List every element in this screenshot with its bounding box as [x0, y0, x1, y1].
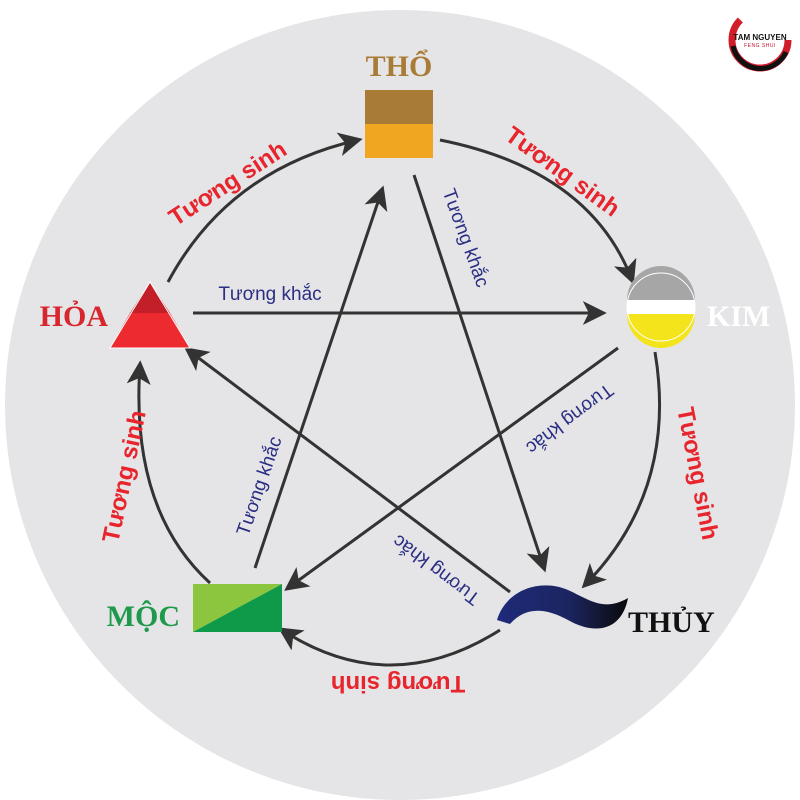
kim-circle-top	[627, 266, 695, 300]
element-thuy: THỦY	[497, 585, 715, 639]
element-kim: KIM	[626, 266, 770, 348]
hoa-triangle-top	[130, 282, 170, 313]
kim-label: KIM	[707, 300, 770, 333]
element-hoa: HỎA	[40, 281, 191, 349]
thuy-wave-shape	[497, 585, 628, 629]
logo-sub: FENG SHUI	[744, 43, 776, 49]
kim-circle-middle	[627, 300, 695, 314]
line-tho-thuy	[412, 174, 550, 573]
hoa-triangle-outline	[109, 281, 191, 349]
kim-circle-outline	[626, 272, 696, 342]
arc-moc-hoa	[126, 360, 212, 585]
tho-square-bottom	[365, 124, 433, 158]
tho-square-top	[365, 90, 433, 124]
logo-swoosh	[730, 45, 789, 72]
khac-label-hoa-kim: Tương khắc	[218, 283, 321, 305]
khac-star	[184, 174, 619, 594]
logo-name: TAM NGUYEN	[733, 33, 786, 42]
sinh-cycle	[126, 132, 662, 667]
brand-logo: TAM NGUYEN FENG SHUI	[728, 8, 792, 72]
thuy-label: THỦY	[628, 606, 715, 639]
element-moc: MỘC	[107, 584, 282, 633]
arc-hoa-tho	[166, 132, 363, 283]
arc-thuy-moc	[277, 627, 501, 667]
moc-label: MỘC	[107, 600, 180, 633]
line-thuy-hoa	[184, 347, 511, 594]
hoa-label: HỎA	[40, 300, 109, 333]
line-kim-moc	[284, 346, 619, 591]
sinh-label-thuy-moc: Tương sinh	[331, 670, 465, 697]
moc-rect-dark	[193, 584, 282, 632]
arc-kim-thuy	[581, 351, 662, 589]
tho-label: THỔ	[366, 49, 433, 83]
kim-circle-bottom	[627, 314, 695, 348]
hoa-triangle-bottom	[110, 313, 190, 348]
element-tho: THỔ	[365, 49, 433, 158]
line-moc-tho	[253, 185, 388, 569]
arc-tho-kim	[439, 138, 637, 285]
